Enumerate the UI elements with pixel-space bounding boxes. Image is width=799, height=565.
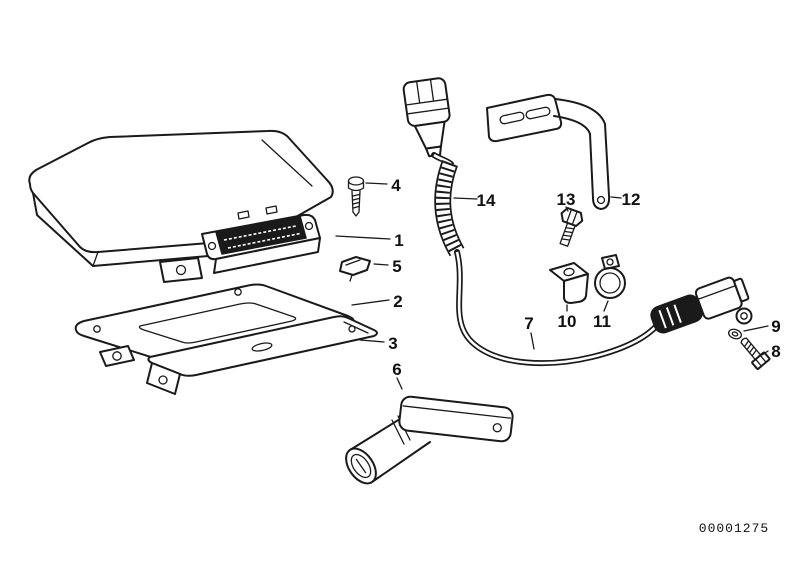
leader-lines <box>335 182 769 390</box>
part-callout-1: 1 <box>394 231 403 250</box>
part-callout-2: 2 <box>393 292 402 311</box>
hex-screw-13 <box>559 207 584 247</box>
part-callout-5: 5 <box>392 257 401 276</box>
housing-ear <box>159 257 203 283</box>
part-callout-7: 7 <box>524 314 533 333</box>
control-unit <box>28 129 334 283</box>
ecu-connector <box>215 215 307 255</box>
part-callout-12: 12 <box>622 190 641 209</box>
part-callout-11: 11 <box>593 312 611 331</box>
clip-5 <box>339 256 371 282</box>
holder-bracket <box>486 93 611 210</box>
screw-4 <box>347 176 365 217</box>
impulse-sender <box>650 276 753 334</box>
part-callout-6: 6 <box>392 360 401 379</box>
sensor-cable <box>454 249 667 367</box>
pulse-generator <box>345 395 514 485</box>
cable-clip-11 <box>594 254 626 299</box>
corrugated-sleeve <box>434 160 465 257</box>
part-callout-3: 3 <box>388 334 397 353</box>
bolt-8 <box>740 337 771 370</box>
part-callout-8: 8 <box>771 342 780 361</box>
part-callouts: 1 2 3 4 5 6 7 8 9 10 11 12 13 14 <box>388 176 780 379</box>
part-callout-4: 4 <box>391 176 401 195</box>
connector-plug <box>402 77 451 158</box>
doc-number: 00001275 <box>699 521 769 536</box>
washer-9 <box>728 328 742 340</box>
part-callout-13: 13 <box>557 190 576 209</box>
clamp-bracket-10 <box>549 262 589 304</box>
part-callout-14: 14 <box>477 191 496 210</box>
part-callout-10: 10 <box>558 312 577 331</box>
mounting-ear <box>735 307 753 325</box>
part-callout-9: 9 <box>771 317 780 336</box>
support-bracket <box>146 315 378 395</box>
